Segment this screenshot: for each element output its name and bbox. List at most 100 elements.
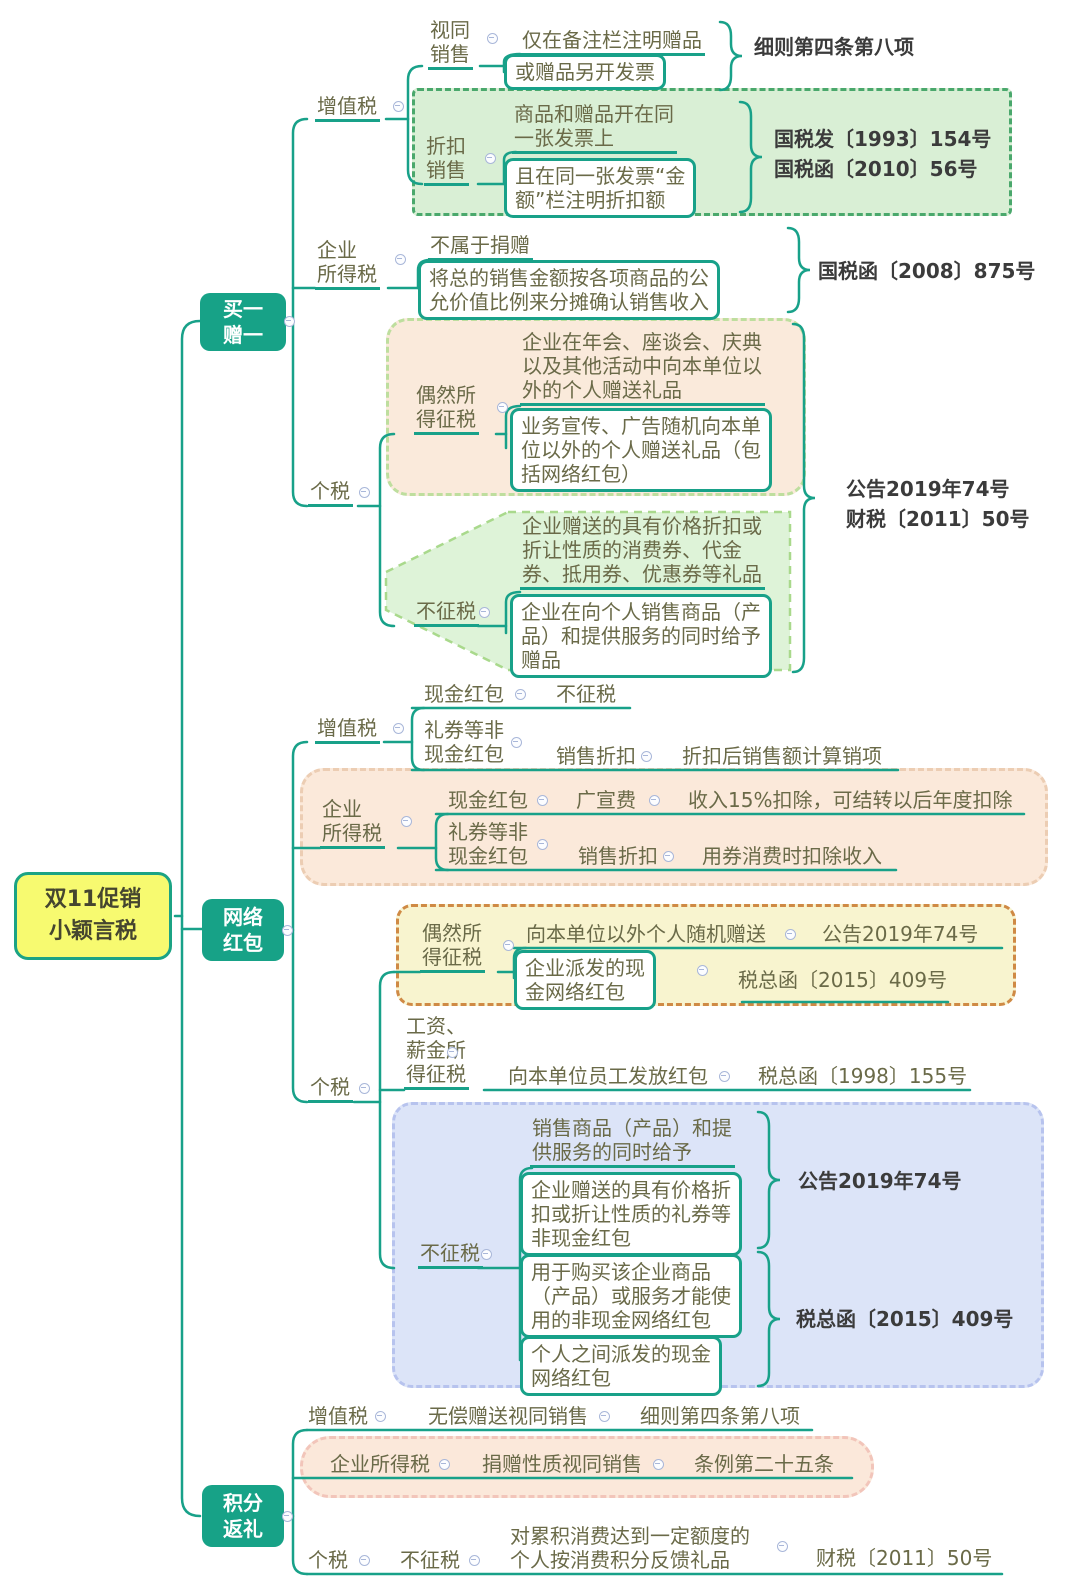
topic-b1-discount-same-invoice[interactable]: 商品和赠品开在同 一张发票上	[512, 102, 677, 154]
topic-b2-cit-cash[interactable]: 现金红包	[448, 788, 528, 812]
collapse-toggle-icon[interactable]	[374, 1410, 386, 1422]
collapse-toggle-icon[interactable]	[392, 100, 404, 112]
topic-b3-cit[interactable]: 企业所得税	[330, 1452, 430, 1476]
topic-b2-vat[interactable]: 增值税	[315, 716, 380, 744]
topic-buy-one-gift-one[interactable]: 买一 赠一	[200, 293, 286, 351]
collapse-toggle-icon[interactable]	[784, 928, 796, 940]
root-topic[interactable]: 双11促销 小颖言税	[14, 872, 172, 960]
citation-regulation-25[interactable]: 条例第二十五条	[694, 1452, 834, 1476]
citation-guoshuihan-2008-875[interactable]: 国税函〔2008〕875号	[818, 259, 1036, 283]
collapse-toggle-icon[interactable]	[502, 939, 514, 951]
collapse-toggle-icon[interactable]	[358, 1082, 370, 1094]
collapse-toggle-icon[interactable]	[536, 794, 548, 806]
collapse-toggle-icon[interactable]	[394, 253, 406, 265]
topic-b2-nontax-individuals[interactable]: 个人之间派发的现金 网络红包	[520, 1336, 722, 1396]
topic-b2-nontax[interactable]: 不征税	[418, 1241, 483, 1269]
collapse-toggle-icon[interactable]	[438, 1458, 450, 1470]
topic-b1-vat[interactable]: 增值税	[315, 94, 380, 122]
topic-b2-nontax-own-goods[interactable]: 用于购买该企业商品 （产品）或服务才能使 用的非现金网络红包	[520, 1254, 742, 1338]
citation-announce-2019-74-b1[interactable]: 公告2019年74号	[846, 477, 1010, 501]
topic-b3-iit-desc[interactable]: 对累积消费达到一定额度的 个人按消费积分反馈礼品	[510, 1524, 750, 1572]
topic-b1-incidental-promo[interactable]: 业务宣传、广告随机向本单 位以外的个人赠送礼品（包 括网络红包）	[510, 408, 772, 492]
citation-guoshuifa-1993-154[interactable]: 国税发〔1993〕154号	[774, 127, 992, 151]
topic-b2-cit-voucher[interactable]: 礼券等非 现金红包	[448, 820, 528, 868]
topic-b1-cit-not-donation[interactable]: 不属于捐赠	[428, 233, 533, 261]
topic-b2-nontax-with-sale[interactable]: 销售商品（产品）和提 供服务的同时给予	[530, 1116, 735, 1168]
topic-b1-incidental[interactable]: 偶然所 得征税	[414, 383, 479, 435]
topic-b1-cit[interactable]: 企业 所得税	[315, 238, 380, 290]
topic-b2-cit-voucher-result[interactable]: 用券消费时扣除收入	[702, 844, 882, 868]
collapse-toggle-icon[interactable]	[358, 486, 370, 498]
topic-b3-iit-nontax[interactable]: 不征税	[400, 1548, 460, 1572]
topic-b1-nontax-coupons[interactable]: 企业赠送的具有价格折扣或 折让性质的消费券、代金 券、抵用券、优惠券等礼品	[520, 514, 765, 590]
collapse-toggle-icon[interactable]	[281, 924, 293, 936]
topic-b2-salary-employee[interactable]: 向本单位员工发放红包	[508, 1064, 708, 1088]
topic-b1-cit-allocate[interactable]: 将总的销售金额按各项商品的公 允价值比例来分摊确认销售收入	[418, 260, 720, 320]
topic-b1-nontax[interactable]: 不征税	[414, 599, 479, 627]
topic-b1-nontax-with-sale[interactable]: 企业在向个人销售商品（产 品）和提供服务的同时给予 赠品	[510, 594, 772, 678]
collapse-toggle-icon[interactable]	[776, 1540, 788, 1552]
collapse-toggle-icon[interactable]	[536, 838, 548, 850]
topic-b2-vat-cash-result[interactable]: 不征税	[556, 682, 616, 706]
collapse-toggle-icon[interactable]	[718, 1070, 730, 1082]
collapse-toggle-icon[interactable]	[358, 1554, 370, 1566]
topic-b1-discount-amount-col[interactable]: 且在同一张发票“金 额”栏注明折扣额	[504, 158, 697, 218]
collapse-toggle-icon[interactable]	[648, 794, 660, 806]
collapse-toggle-icon[interactable]	[480, 1248, 492, 1260]
collapse-toggle-icon[interactable]	[598, 1410, 610, 1422]
topic-b2-vat-cash[interactable]: 现金红包	[424, 682, 504, 706]
collapse-toggle-icon[interactable]	[400, 815, 412, 827]
collapse-toggle-icon[interactable]	[696, 964, 708, 976]
topic-b2-vat-voucher[interactable]: 礼券等非 现金红包	[424, 718, 504, 766]
citation-detail-rule-4-8[interactable]: 细则第四条第八项	[754, 35, 914, 59]
citation-caishui-2011-50-b1[interactable]: 财税〔2011〕50号	[846, 507, 1030, 531]
topic-b2-salary[interactable]: 工资、 薪金所 得征税	[404, 1014, 469, 1090]
collapse-toggle-icon[interactable]	[478, 606, 490, 618]
topic-b1-iit[interactable]: 个税	[308, 479, 353, 507]
collapse-toggle-icon[interactable]	[662, 850, 674, 862]
collapse-toggle-icon[interactable]	[652, 1458, 664, 1470]
group-discount-sale-cloud	[412, 88, 1012, 216]
citation-announce-2019-74-b2[interactable]: 公告2019年74号	[822, 922, 979, 946]
topic-b2-vat-voucher-result[interactable]: 折扣后销售额计算销项	[682, 744, 882, 768]
collapse-toggle-icon[interactable]	[281, 1510, 293, 1522]
collapse-toggle-icon[interactable]	[283, 315, 295, 327]
topic-b1-incidental-events[interactable]: 企业在年会、座谈会、庆典 以及其他活动中向本单位以 外的个人赠送礼品	[520, 330, 765, 406]
topic-b1-deemed-note[interactable]: 仅在备注栏注明赠品	[520, 28, 705, 56]
collapse-toggle-icon[interactable]	[484, 152, 496, 164]
collapse-toggle-icon[interactable]	[446, 1046, 458, 1058]
topic-b2-cit-voucher-mid[interactable]: 销售折扣	[578, 844, 658, 868]
citation-shuizonghan-1998-155[interactable]: 税总函〔1998〕155号	[758, 1064, 968, 1088]
collapse-toggle-icon[interactable]	[496, 401, 508, 413]
topic-b2-cit-cash-mid[interactable]: 广宣费	[576, 788, 636, 812]
topic-b2-cit-cash-result[interactable]: 收入15%扣除，可结转以后年度扣除	[688, 788, 1013, 812]
collapse-toggle-icon[interactable]	[514, 688, 526, 700]
collapse-toggle-icon[interactable]	[392, 722, 404, 734]
topic-b3-iit[interactable]: 个税	[308, 1548, 348, 1572]
collapse-toggle-icon[interactable]	[510, 736, 522, 748]
topic-points-reward[interactable]: 积分 返礼	[202, 1485, 284, 1547]
topic-b2-iit[interactable]: 个税	[308, 1075, 353, 1103]
citation-shuizonghan-2015-409-b[interactable]: 税总函〔2015〕409号	[796, 1307, 1014, 1331]
topic-b3-cit-deemed[interactable]: 捐赠性质视同销售	[482, 1452, 642, 1476]
topic-b1-deemed-sale[interactable]: 视同 销售	[428, 18, 473, 70]
topic-b2-incidental[interactable]: 偶然所 得征税	[420, 921, 485, 973]
citation-caishui-2011-50-b3[interactable]: 财税〔2011〕50号	[816, 1546, 993, 1570]
topic-b2-incidental-random[interactable]: 向本单位以外个人随机赠送	[526, 922, 766, 946]
topic-b3-vat-deemed[interactable]: 无偿赠送视同销售	[428, 1404, 588, 1428]
topic-b3-vat[interactable]: 增值税	[308, 1404, 368, 1428]
collapse-toggle-icon[interactable]	[640, 750, 652, 762]
citation-announce-2019-74-b2n[interactable]: 公告2019年74号	[798, 1169, 962, 1193]
citation-detail-rule-4-8-b3[interactable]: 细则第四条第八项	[640, 1404, 800, 1428]
topic-b2-cit[interactable]: 企业 所得税	[320, 797, 385, 849]
collapse-toggle-icon[interactable]	[486, 32, 498, 44]
topic-b2-incidental-corporate-cash[interactable]: 企业派发的现 金网络红包	[514, 950, 656, 1010]
topic-b1-deemed-invoice[interactable]: 或赠品另开发票	[504, 54, 666, 90]
topic-b2-vat-voucher-mid[interactable]: 销售折扣	[556, 744, 636, 768]
collapse-toggle-icon[interactable]	[468, 1554, 480, 1566]
topic-b2-nontax-discount-voucher[interactable]: 企业赠送的具有价格折 扣或折让性质的礼券等 非现金红包	[520, 1172, 742, 1256]
topic-b1-discount-sale[interactable]: 折扣 销售	[424, 134, 469, 186]
topic-online-red-packet[interactable]: 网络 红包	[202, 899, 284, 961]
citation-guoshuihan-2010-56[interactable]: 国税函〔2010〕56号	[774, 157, 978, 181]
citation-shuizonghan-2015-409-a[interactable]: 税总函〔2015〕409号	[738, 968, 948, 992]
